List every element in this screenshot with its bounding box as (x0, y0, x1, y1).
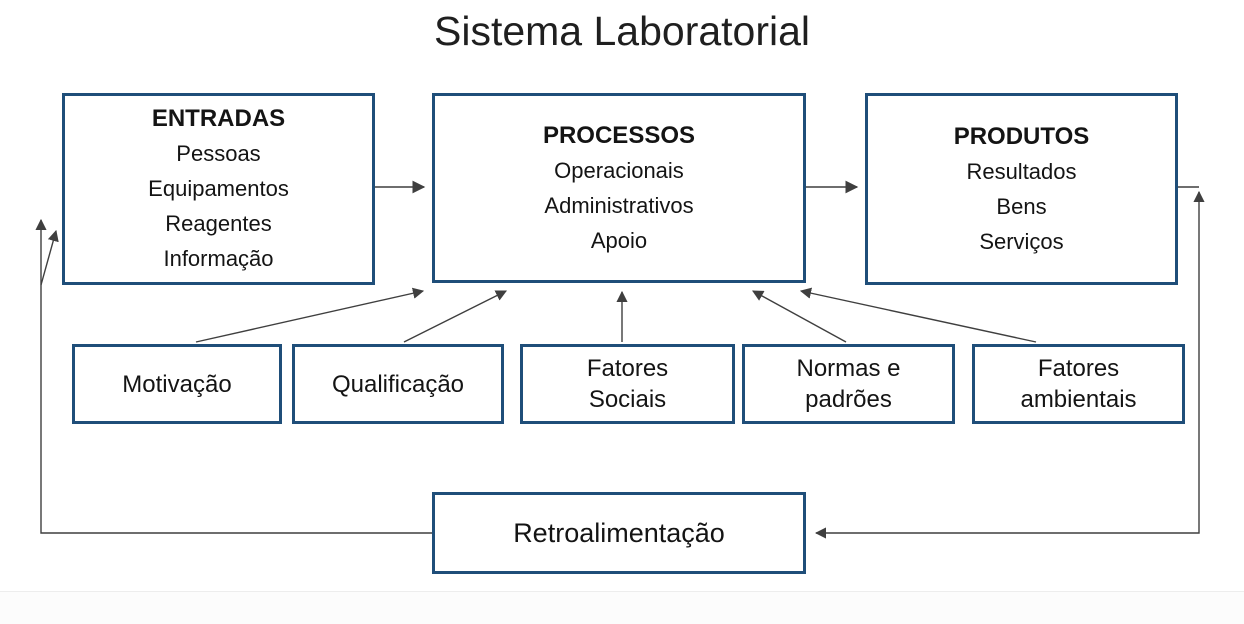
entradas-header: ENTRADAS (151, 105, 286, 132)
produtos-item: Serviços (979, 228, 1064, 254)
produtos-item: Resultados (966, 158, 1077, 184)
arrow-normas-to-processos (752, 290, 847, 343)
produtos-header: PRODUTOS (953, 122, 1090, 150)
retroalimentacao-box: Retroalimentação (432, 492, 806, 574)
factor-label: Qualificação (331, 370, 465, 398)
factor-box-fatores-ambientais: Fatores ambientais (972, 344, 1185, 424)
factor-box-qualificacao: Qualificação (292, 344, 504, 424)
diagram-title: Sistema Laboratorial (433, 8, 811, 54)
processos-item: Administrativos (544, 192, 694, 218)
produtos-box: PRODUTOS Resultados Bens Serviços (865, 93, 1178, 285)
entradas-item: Equipamentos (148, 176, 289, 201)
factor-label: Fatores Sociais (586, 355, 669, 413)
entradas-box: ENTRADAS Pessoas Equipamentos Reagentes … (62, 93, 375, 285)
retroalimentacao-label: Retroalimentação (513, 517, 725, 548)
factor-box-normas-padroes: Normas e padrões (742, 344, 955, 424)
produtos-item: Bens (996, 193, 1047, 219)
processos-item: Operacionais (554, 157, 684, 183)
arrow-motivacao-to-processos (195, 287, 425, 343)
arrow-fatores-ambientais-to-processos (799, 287, 1037, 343)
factor-label: Motivação (122, 370, 232, 398)
processos-header: PROCESSOS (542, 121, 696, 149)
bottom-divider (0, 591, 1244, 624)
entradas-item: Informação (163, 246, 274, 271)
feedback-left-branch-to-entradas (40, 229, 59, 286)
entradas-item: Pessoas (176, 141, 261, 166)
factor-box-motivacao: Motivação (72, 344, 282, 424)
factor-label: Normas e padrões (796, 355, 901, 413)
arrow-qualificacao-to-processos (403, 290, 508, 343)
factor-label: Fatores ambientais (1020, 355, 1137, 413)
factor-box-fatores-sociais: Fatores Sociais (520, 344, 735, 424)
processos-box: PROCESSOS Operacionais Administrativos A… (432, 93, 806, 283)
entradas-item: Reagentes (165, 211, 272, 236)
processos-item: Apoio (590, 227, 648, 253)
